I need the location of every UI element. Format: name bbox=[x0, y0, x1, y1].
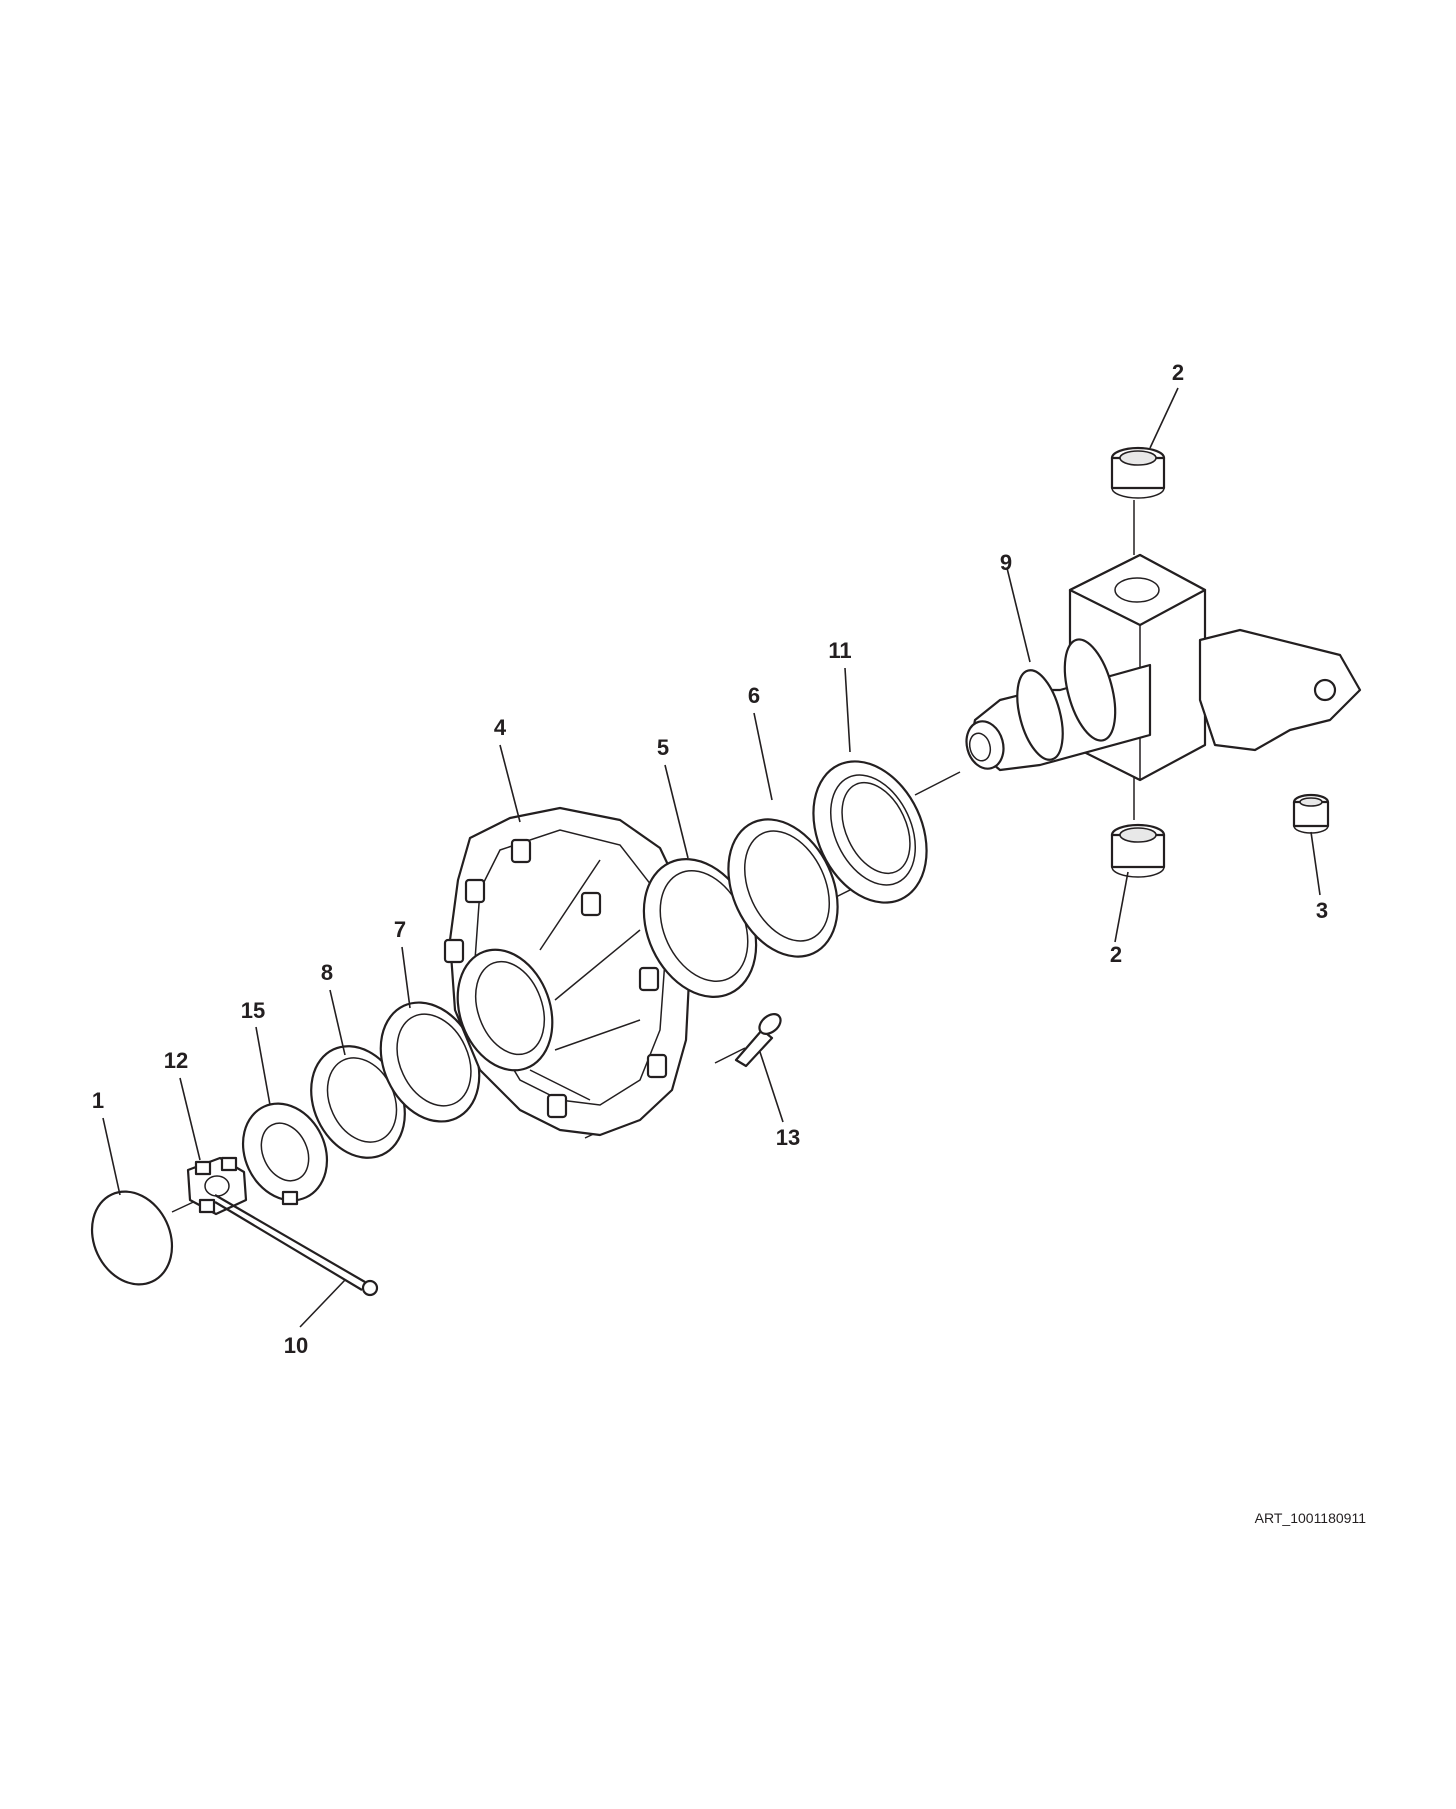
callout-labels: 1 12 15 8 7 4 5 6 11 9 2 2 3 13 10 bbox=[92, 360, 1328, 1358]
callout-3: 3 bbox=[1316, 898, 1328, 923]
callout-10: 10 bbox=[284, 1333, 308, 1358]
callout-4: 4 bbox=[494, 715, 507, 740]
callout-2-top: 2 bbox=[1172, 360, 1184, 385]
art-id-label: ART_1001180911 bbox=[1255, 1510, 1367, 1526]
callout-8: 8 bbox=[321, 960, 333, 985]
callout-1: 1 bbox=[92, 1088, 104, 1113]
part-2-lower-bushing bbox=[1110, 823, 1166, 878]
callout-5: 5 bbox=[657, 735, 669, 760]
callout-2-bottom: 2 bbox=[1110, 942, 1122, 967]
part-4-wheel-hub bbox=[443, 806, 692, 1137]
callout-15: 15 bbox=[241, 998, 265, 1023]
part-1-hub-cap bbox=[90, 1190, 174, 1286]
callout-6: 6 bbox=[748, 683, 760, 708]
callout-13: 13 bbox=[776, 1125, 800, 1150]
callout-7: 7 bbox=[394, 917, 406, 942]
part-15-tab-washer bbox=[241, 1102, 329, 1206]
part-9-steering-knuckle bbox=[965, 553, 1362, 782]
part-11-grease-seal bbox=[812, 760, 928, 904]
callout-9: 9 bbox=[1000, 550, 1012, 575]
part-6-inner-bearing bbox=[727, 818, 839, 958]
leader-lines bbox=[102, 387, 1321, 1328]
callout-12: 12 bbox=[164, 1048, 188, 1073]
part-10-cotter-pin bbox=[214, 1194, 379, 1297]
part-2-upper-bushing bbox=[1110, 446, 1166, 499]
part-12-castle-nut bbox=[186, 1156, 248, 1216]
callout-11: 11 bbox=[828, 638, 851, 663]
part-13-wheel-stud bbox=[734, 1013, 782, 1068]
part-3-steering-arm-bushing bbox=[1292, 793, 1330, 834]
